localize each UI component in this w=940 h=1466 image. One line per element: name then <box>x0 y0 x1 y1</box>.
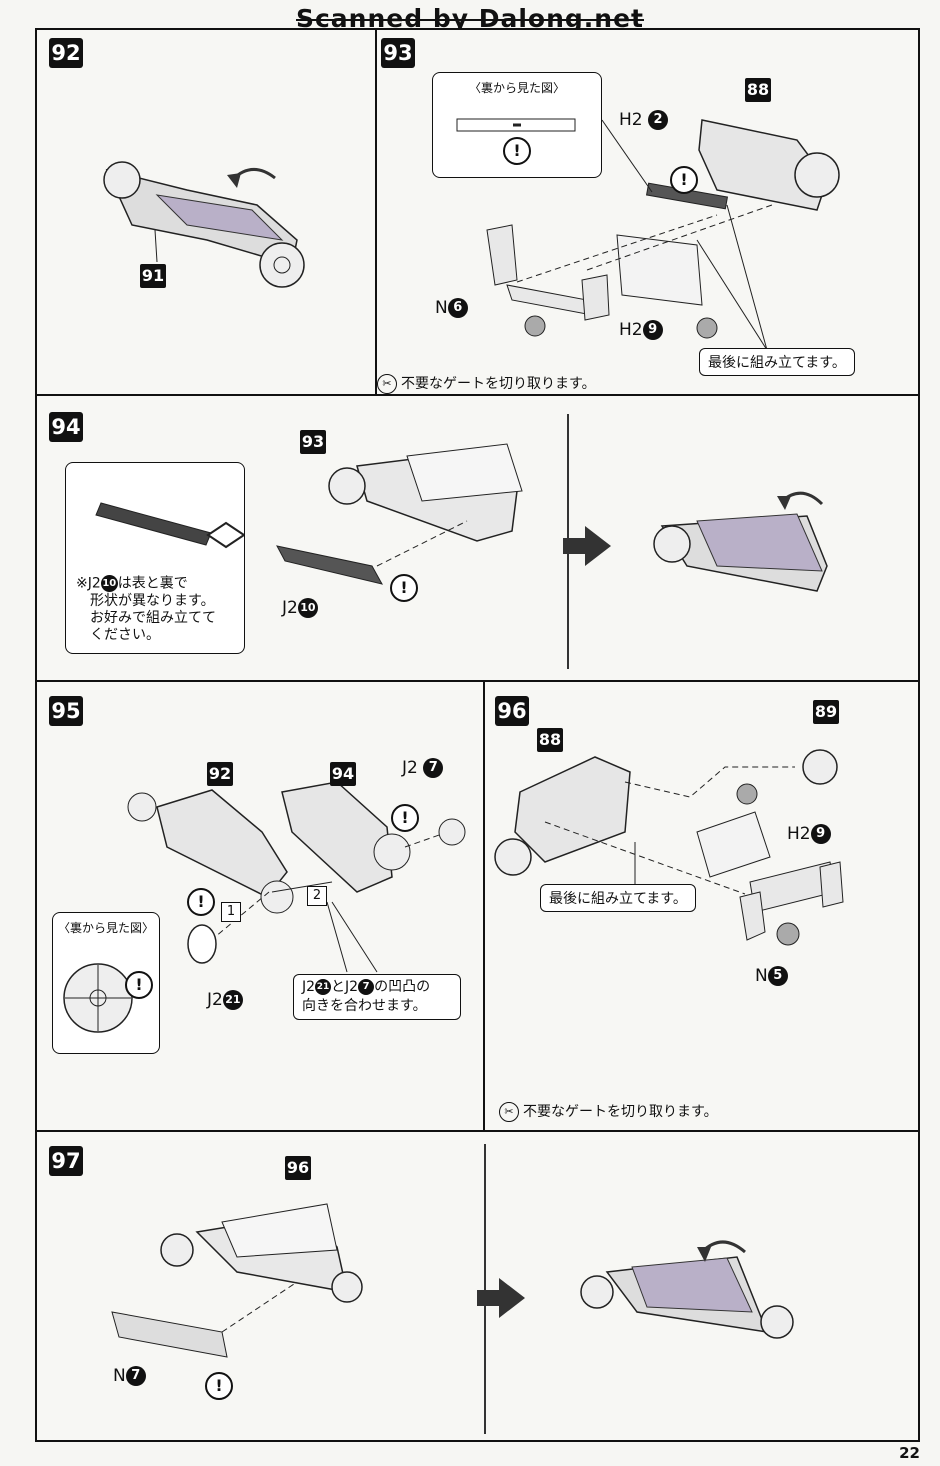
part-label-j2-7: J2 7 <box>402 758 444 778</box>
caution-icon: ! <box>391 804 419 832</box>
back-view-inset: 〈裏から見た図〉 ! <box>432 72 602 178</box>
caution-icon: ! <box>205 1372 233 1400</box>
part-ref-92: 92 <box>207 762 233 786</box>
step-96-illustration <box>494 749 844 946</box>
step-95-illustration <box>127 781 466 973</box>
part-ref-88: 88 <box>745 78 771 102</box>
inset-caption: 〈裏から見た図〉 <box>57 921 154 935</box>
part-ref-93: 93 <box>300 430 326 454</box>
caution-icon: ! <box>125 971 153 999</box>
step-92-panel: 92 91 <box>35 28 377 396</box>
step-number: 93 <box>381 38 415 68</box>
step-number: 95 <box>49 696 83 726</box>
next-arrow <box>563 526 611 566</box>
step-number: 94 <box>49 412 83 442</box>
step-number: 97 <box>49 1146 83 1176</box>
step-number: 92 <box>49 38 83 68</box>
inset-caption: 〈裏から見た図〉 <box>468 81 565 95</box>
assemble-last-note: 最後に組み立てます。 <box>540 884 696 912</box>
page-number: 22 <box>899 1444 920 1462</box>
assemble-last-note: 最後に組み立てます。 <box>699 348 855 376</box>
gate-cut-note: ✂不要なゲートを切り取ります。 <box>499 1101 718 1122</box>
part-ref-94: 94 <box>330 762 356 786</box>
step-94-illustration <box>276 443 828 592</box>
caution-icon: ! <box>503 137 531 165</box>
part-ref-89: 89 <box>813 700 839 724</box>
part-label-h2-2: H2 2 <box>619 110 669 130</box>
next-arrow <box>477 1278 525 1318</box>
caution-icon: ! <box>187 888 215 916</box>
divider <box>484 1144 486 1434</box>
sequence-2: 2 <box>307 886 327 906</box>
caution-icon: ! <box>390 574 418 602</box>
step-97-illustration <box>111 1203 794 1358</box>
back-view-inset: 〈裏から見た図〉 ! <box>52 912 160 1054</box>
gate-cut-note: ✂不要なゲートを切り取ります。 <box>377 373 596 394</box>
caution-icon: ! <box>670 166 698 194</box>
part-ref-96: 96 <box>285 1156 311 1180</box>
part-ref-91: 91 <box>140 264 166 288</box>
nipper-icon: ✂ <box>499 1102 519 1122</box>
step-92-illustration <box>103 161 305 288</box>
step-number: 96 <box>495 696 529 726</box>
nipper-icon: ✂ <box>377 374 397 394</box>
part-ref-88: 88 <box>537 728 563 752</box>
sequence-1: 1 <box>221 902 241 922</box>
step-93-illustration <box>486 119 840 351</box>
